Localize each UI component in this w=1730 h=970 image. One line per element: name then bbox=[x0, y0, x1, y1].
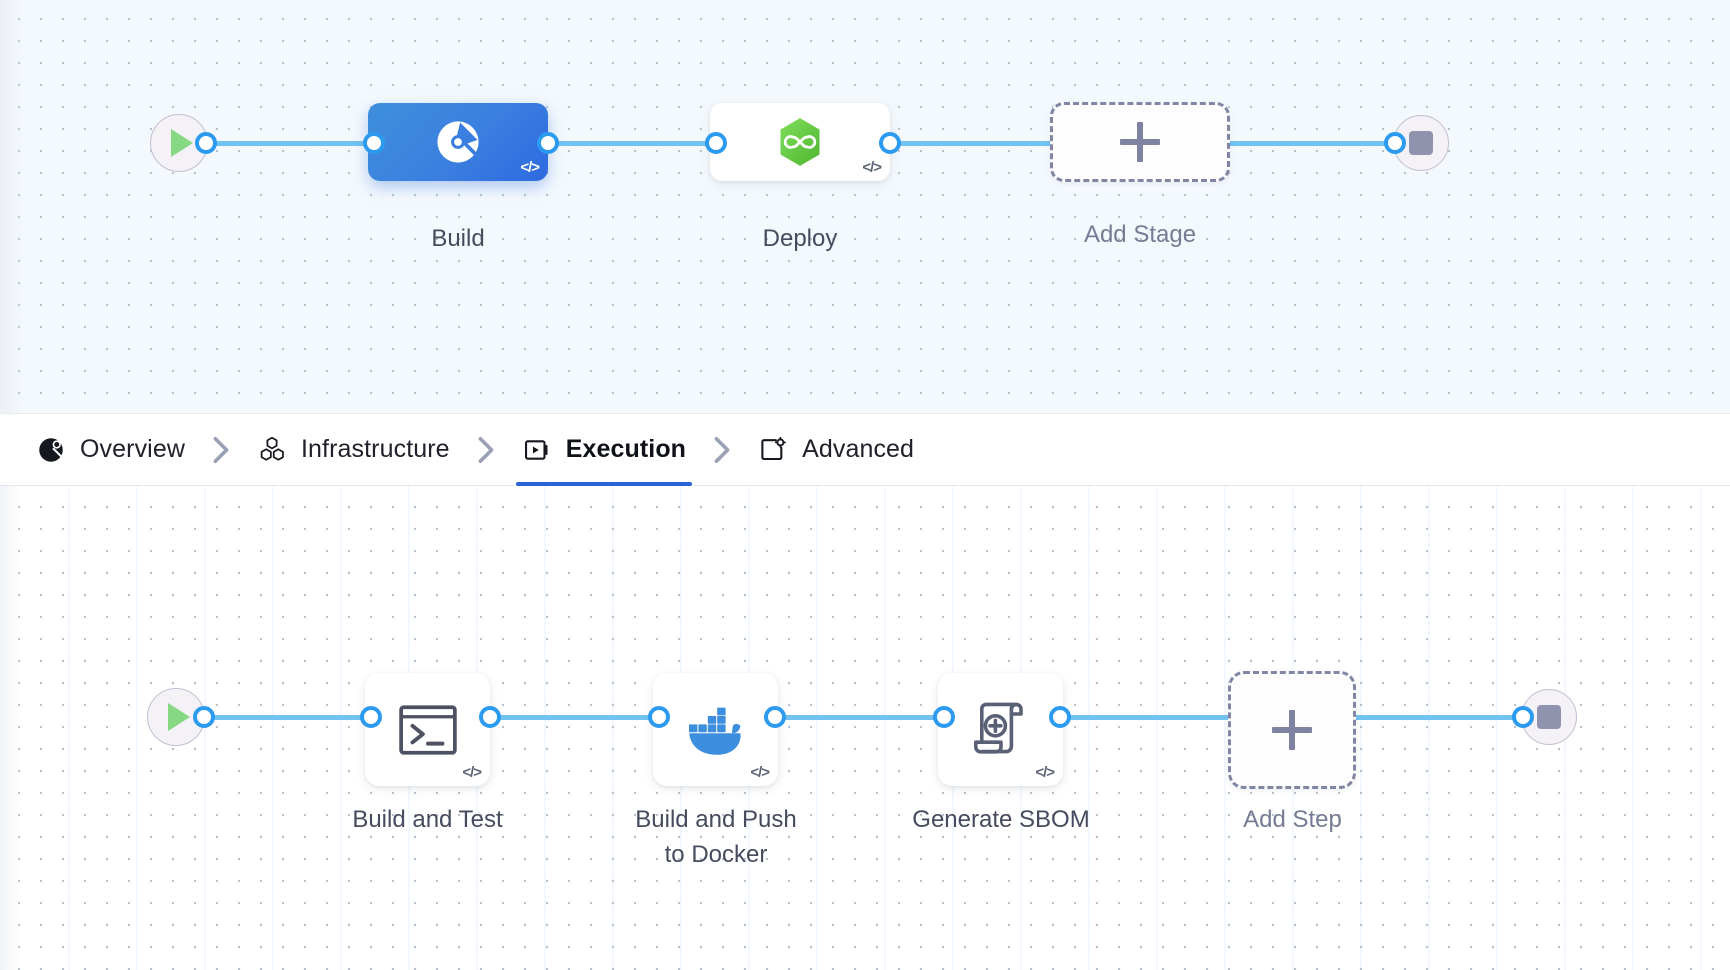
add-step-button[interactable] bbox=[1228, 671, 1356, 789]
port-build-in[interactable] bbox=[363, 132, 385, 154]
execution-steps-canvas[interactable]: </> Build and Test </> bbox=[0, 486, 1730, 970]
port-exec-end-in[interactable] bbox=[1512, 706, 1534, 728]
step-card-generate-sbom[interactable]: </> bbox=[938, 673, 1063, 786]
step-card-build-and-test[interactable]: </> bbox=[365, 673, 490, 786]
edge-build-to-deploy bbox=[540, 141, 715, 146]
port-step2-out[interactable] bbox=[764, 706, 786, 728]
config-tabbar[interactable]: Overview Infrastructure bbox=[0, 413, 1730, 486]
infrastructure-icon bbox=[257, 435, 287, 465]
plus-icon bbox=[1272, 710, 1312, 750]
code-badge: </> bbox=[520, 159, 540, 176]
port-end-in[interactable] bbox=[1384, 132, 1406, 154]
port-step1-out[interactable] bbox=[479, 706, 501, 728]
stop-icon bbox=[1409, 131, 1433, 155]
plus-icon bbox=[1120, 122, 1160, 162]
port-deploy-in[interactable] bbox=[705, 132, 727, 154]
stages-canvas[interactable]: </> Build </> Deploy bbox=[0, 0, 1730, 413]
port-exec-start-out[interactable] bbox=[193, 706, 215, 728]
stage-card-deploy[interactable]: </> bbox=[710, 103, 890, 181]
code-badge: </> bbox=[462, 764, 482, 781]
tab-label-overview: Overview bbox=[80, 435, 185, 463]
step-label-build-and-test: Build and Test bbox=[352, 806, 503, 833]
step-label-build-and-push-to-docker: Build and Push to Docker bbox=[635, 806, 797, 868]
port-step3-in[interactable] bbox=[933, 706, 955, 728]
stage-card-build[interactable]: </> bbox=[368, 103, 548, 181]
tab-label-advanced: Advanced bbox=[802, 435, 915, 463]
docker-icon bbox=[684, 707, 741, 755]
edge-step2-to-step3 bbox=[765, 715, 940, 720]
chevron-right-icon bbox=[191, 436, 251, 464]
tab-label-infrastructure: Infrastructure bbox=[301, 435, 450, 463]
port-start-out[interactable] bbox=[195, 132, 217, 154]
step-card-build-and-push-to-docker[interactable]: </> bbox=[653, 673, 778, 786]
chevron-right-icon bbox=[456, 436, 516, 464]
stop-icon bbox=[1537, 705, 1561, 729]
code-badge: </> bbox=[1035, 764, 1055, 781]
code-badge: </> bbox=[862, 159, 882, 176]
edge-step3-to-addstep bbox=[1050, 715, 1230, 720]
chevron-right-icon bbox=[692, 436, 752, 464]
port-step2-in[interactable] bbox=[648, 706, 670, 728]
add-stage-button[interactable] bbox=[1050, 102, 1230, 182]
port-step1-in[interactable] bbox=[360, 706, 382, 728]
tab-overview[interactable]: Overview bbox=[30, 414, 191, 486]
advanced-icon bbox=[758, 435, 788, 465]
tab-label-execution: Execution bbox=[565, 435, 687, 463]
edge-addstage-to-end bbox=[1220, 141, 1395, 146]
step-label-generate-sbom: Generate SBOM bbox=[912, 806, 1090, 833]
execution-end-node[interactable] bbox=[1521, 689, 1577, 745]
play-icon bbox=[168, 703, 190, 731]
execution-icon bbox=[522, 435, 552, 465]
stage-label-build: Build bbox=[431, 225, 485, 252]
play-icon bbox=[171, 129, 193, 157]
edge-deploy-to-addstage bbox=[880, 141, 1055, 146]
build-stage-icon bbox=[437, 121, 481, 163]
deploy-stage-icon bbox=[780, 118, 820, 166]
port-step3-out[interactable] bbox=[1049, 706, 1071, 728]
tab-advanced[interactable]: Advanced bbox=[752, 414, 920, 486]
overview-icon bbox=[36, 435, 66, 465]
edge-start-to-build bbox=[200, 141, 370, 146]
scroll-plus-icon bbox=[973, 702, 1023, 754]
tab-infrastructure[interactable]: Infrastructure bbox=[251, 414, 456, 486]
code-badge: </> bbox=[750, 764, 770, 781]
stage-label-deploy: Deploy bbox=[762, 225, 838, 252]
edge-start-to-step1 bbox=[198, 715, 373, 720]
port-deploy-out[interactable] bbox=[879, 132, 901, 154]
terminal-icon bbox=[398, 704, 457, 755]
edge-addstep-to-end bbox=[1350, 715, 1530, 720]
edge-step1-to-step2 bbox=[480, 715, 655, 720]
tab-execution[interactable]: Execution bbox=[515, 414, 693, 486]
port-build-out[interactable] bbox=[537, 132, 559, 154]
pipeline-end-node[interactable] bbox=[1393, 115, 1449, 171]
add-stage-label: Add Stage bbox=[1083, 221, 1197, 248]
add-step-label: Add Step bbox=[1243, 806, 1342, 833]
